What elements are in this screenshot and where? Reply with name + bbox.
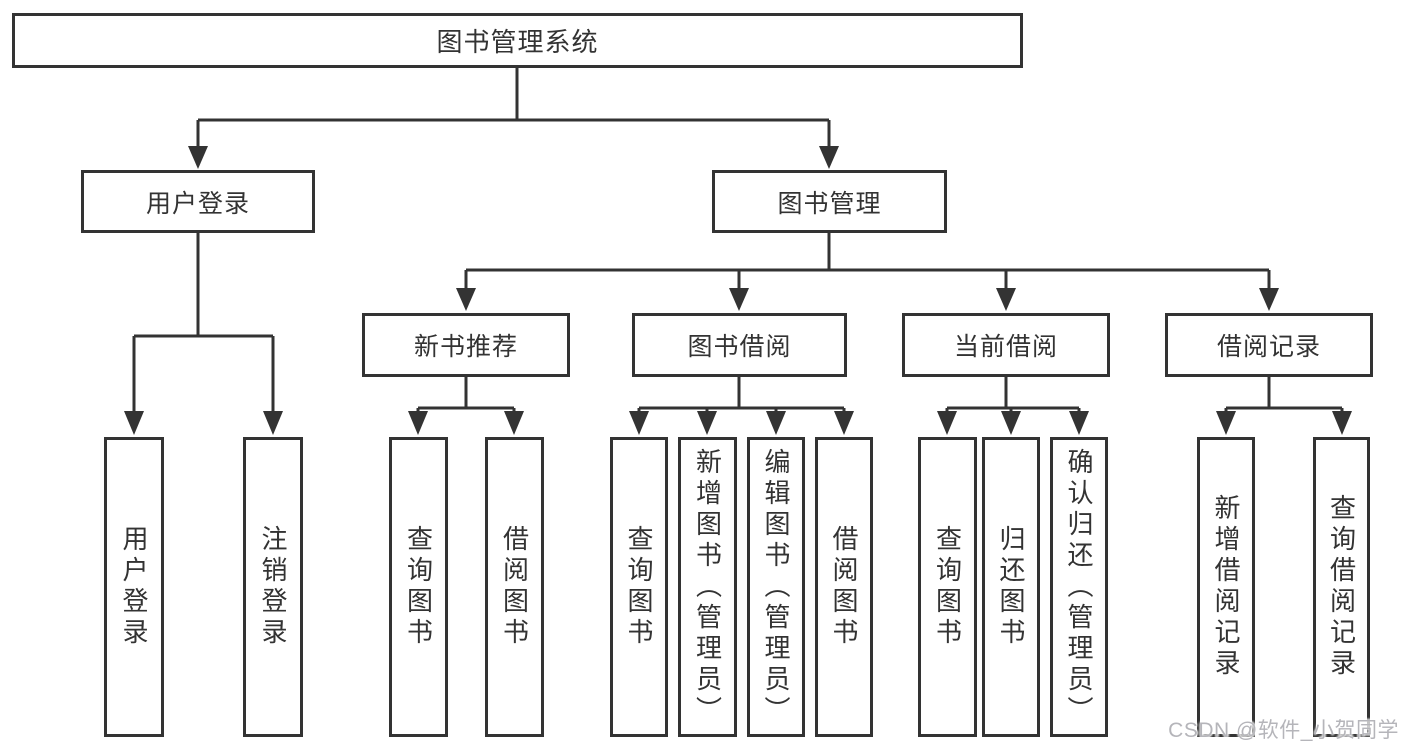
node-label: 新增借阅记录 [1211,494,1241,680]
node-label: 借阅图书 [829,525,859,649]
node-new-book-recommendation: 新书推荐 [362,313,570,377]
node-label: 查询图书 [624,525,654,649]
node-leaf-query-books-3: 查询图书 [918,437,977,737]
node-label: 借阅记录 [1216,333,1321,361]
node-label: 图书管理系统 [436,27,599,57]
node-label: 图书管理 [777,189,882,218]
node-label: 用户登录 [119,525,149,649]
node-leaf-logout: 注销登录 [243,437,303,737]
node-label: 注销登录 [258,525,288,649]
node-label: 查询借阅记录 [1326,494,1357,680]
node-leaf-borrow-books-1: 借阅图书 [485,437,544,737]
node-label: 编辑图书（管理员） [761,447,791,727]
node-leaf-add-books-admin: 新增图书（管理员） [678,437,737,737]
node-label: 新增图书（管理员） [692,447,723,727]
node-label: 新书推荐 [413,333,518,361]
node-label: 确认归还（管理员） [1064,447,1094,727]
node-label: 查询图书 [403,525,434,649]
node-leaf-edit-books-admin: 编辑图书（管理员） [747,437,805,737]
node-book-borrowing: 图书借阅 [632,313,847,377]
node-current-borrowing: 当前借阅 [902,313,1110,377]
node-leaf-query-books-2: 查询图书 [610,437,668,737]
node-label: 借阅图书 [499,525,530,649]
node-label: 当前借阅 [953,333,1058,361]
node-library-management-system: 图书管理系统 [12,13,1023,68]
node-leaf-add-borrow-record: 新增借阅记录 [1197,437,1255,737]
node-label: 查询图书 [932,525,963,649]
node-user-login: 用户登录 [81,170,315,233]
node-borrowing-records: 借阅记录 [1165,313,1373,377]
node-leaf-query-borrow-record: 查询借阅记录 [1313,437,1370,737]
node-leaf-confirm-return-admin: 确认归还（管理员） [1050,437,1108,737]
node-leaf-borrow-books-2: 借阅图书 [815,437,873,737]
node-label: 归还图书 [996,525,1026,649]
node-leaf-query-books-1: 查询图书 [389,437,448,737]
csdn-watermark: CSDN @软件_小贺同学 [1168,719,1399,742]
node-leaf-return-books: 归还图书 [982,437,1040,737]
node-leaf-user-login: 用户登录 [104,437,164,737]
node-book-management: 图书管理 [712,170,947,233]
node-label: 图书借阅 [687,333,792,361]
node-label: 用户登录 [145,189,250,218]
